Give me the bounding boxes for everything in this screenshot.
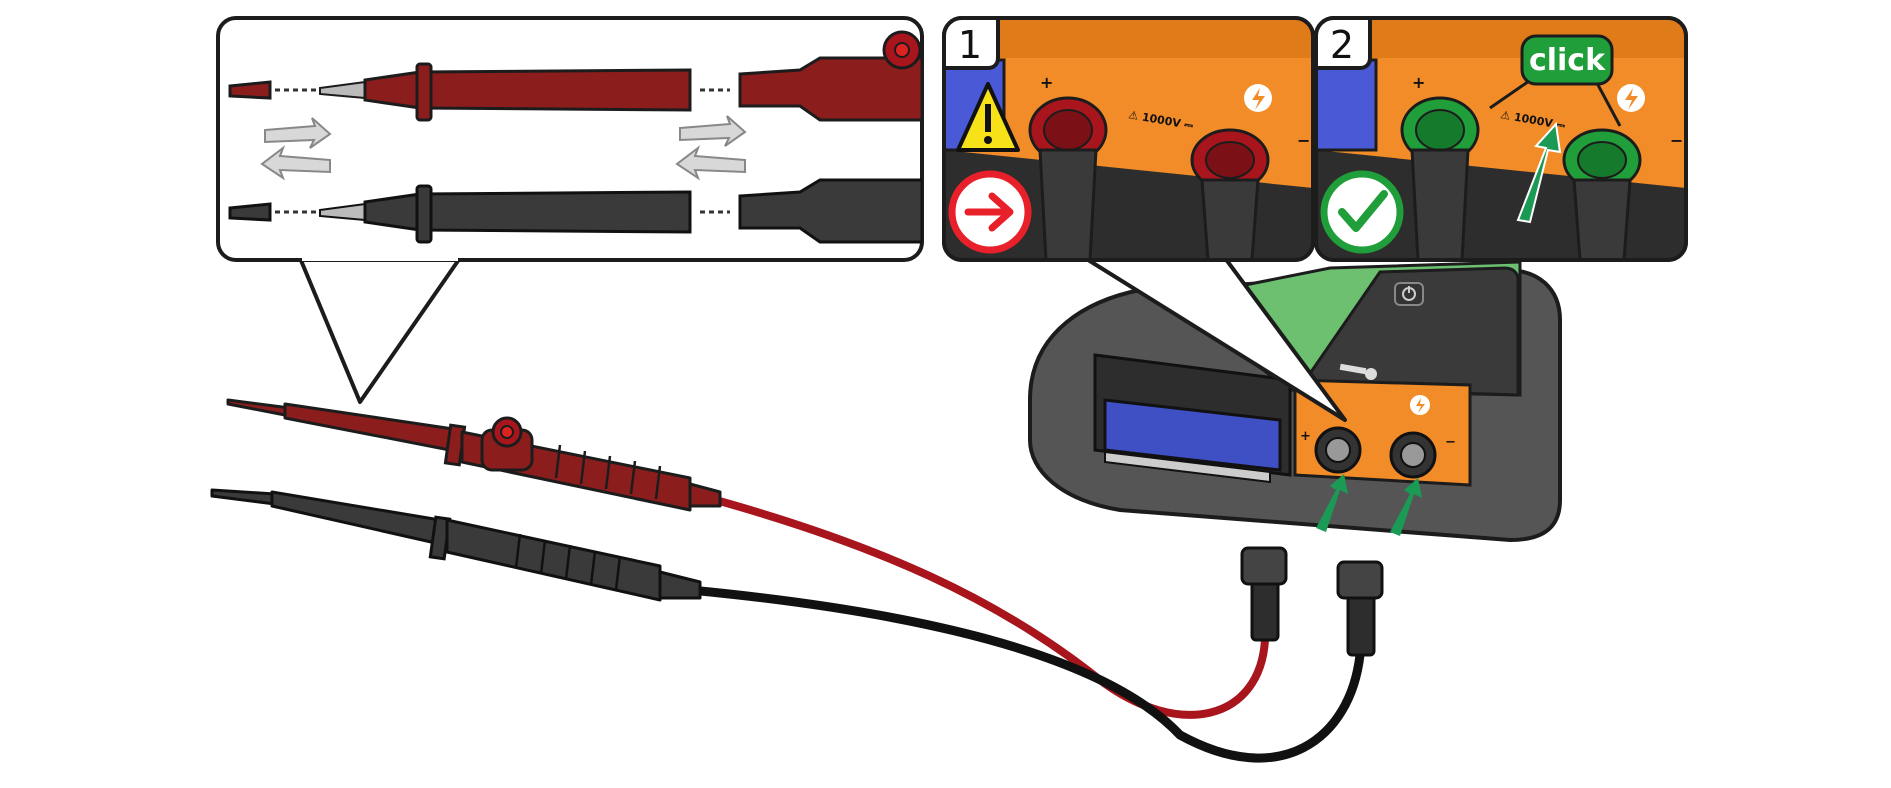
- checkmark-circle-icon: [1320, 170, 1404, 254]
- click-callout: click: [1489, 34, 1622, 127]
- lightning-icon: [1244, 84, 1272, 112]
- black-test-probe: [210, 488, 702, 602]
- attach-arrows: [260, 115, 747, 181]
- insert-arrow: [1516, 121, 1562, 224]
- arrow-right-circle-icon: [948, 170, 1032, 254]
- red-lead-plug: [1240, 546, 1288, 642]
- device-port-plus[interactable]: [1314, 426, 1362, 474]
- step-1-number: 1: [958, 23, 982, 67]
- warning-triangle-icon: [956, 82, 1020, 152]
- lightning-icon: [1410, 395, 1430, 415]
- measuring-device: + −: [1028, 260, 1562, 543]
- power-icon: [1402, 286, 1416, 301]
- port-plus-label: +: [1040, 73, 1053, 92]
- black-tip-cap: [228, 202, 272, 222]
- port-plus-label: +: [1300, 429, 1311, 444]
- red-tip-cap: [228, 80, 272, 100]
- step-1-badge: 1: [942, 16, 1000, 70]
- click-label: click: [1529, 43, 1606, 78]
- red-connector-plus: [1028, 96, 1108, 260]
- step-2-number: 2: [1330, 23, 1354, 67]
- port-minus-label: −: [1297, 131, 1310, 150]
- black-cable: [685, 585, 1365, 763]
- display-screen: [1103, 398, 1282, 472]
- device-port-minus[interactable]: [1389, 431, 1437, 479]
- green-connector-plus: [1400, 96, 1480, 260]
- port-minus-label: −: [1445, 435, 1456, 450]
- red-connector-minus: [1190, 128, 1270, 260]
- black-lead-plug: [1336, 560, 1384, 657]
- port-minus-label: −: [1670, 131, 1683, 150]
- green-connector-minus: [1562, 128, 1642, 260]
- step-1-panel: + ⚠ 1000V ⎓ −: [942, 16, 1315, 262]
- step-2-panel: + ⚠ 1000V ⎓ −: [1314, 16, 1688, 262]
- lightning-icon: [1617, 84, 1645, 112]
- port-plus-label: +: [1412, 73, 1425, 92]
- brand-logo: [1339, 363, 1377, 380]
- red-test-probe: [226, 398, 722, 512]
- insert-arrows: [1316, 474, 1422, 536]
- step-2-badge: 2: [1314, 16, 1372, 70]
- red-cable: [701, 493, 1269, 719]
- test-leads: [685, 493, 1365, 763]
- probe-tip-zoom-callout: [216, 16, 924, 404]
